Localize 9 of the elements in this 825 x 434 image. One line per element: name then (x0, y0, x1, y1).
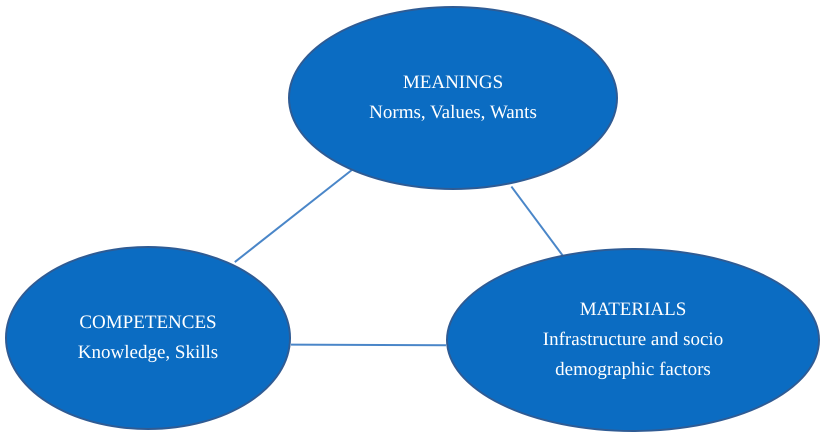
connector-line (234, 168, 355, 263)
node-heading: MEANINGS (402, 71, 504, 95)
node-heading: COMPETENCES (79, 311, 217, 335)
node-text: Knowledge, Skills (78, 341, 218, 365)
connector-line (510, 186, 565, 258)
node-heading: MATERIALS (580, 298, 686, 322)
connector-line (290, 344, 446, 346)
node-text: Norms, Values, Wants (369, 101, 537, 125)
node-text: Infrastructure and socio demographic factors (542, 328, 724, 382)
